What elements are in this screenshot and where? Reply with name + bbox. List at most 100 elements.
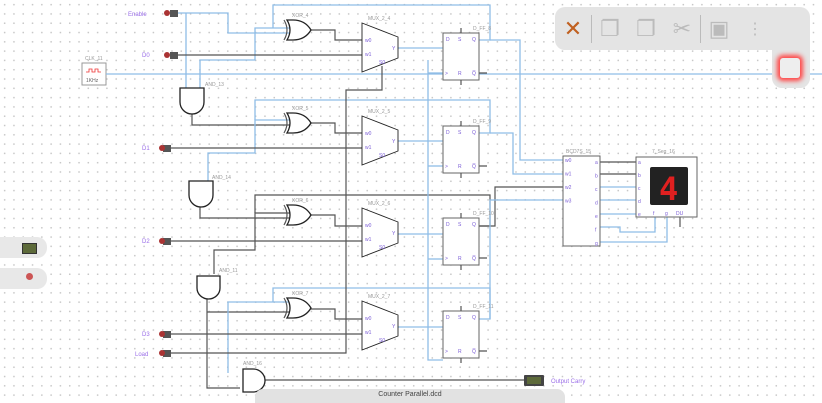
pin-label: w1	[365, 237, 372, 243]
pin-label: D	[446, 37, 450, 43]
pin-label: S0	[379, 153, 385, 159]
xor-gate-2[interactable]: XOR_5	[283, 106, 312, 134]
input-d1[interactable]: D1	[142, 145, 171, 152]
wires	[106, 4, 822, 389]
input-load[interactable]: Load	[135, 350, 171, 358]
xor-gate-3[interactable]: XOR_6	[283, 198, 312, 226]
display-digit: 4	[659, 170, 678, 208]
decoder-output-pin: a	[595, 160, 598, 166]
pin-label: Q	[472, 37, 476, 43]
stop-simulation-button[interactable]	[780, 58, 800, 78]
input-label-d0: D0	[142, 53, 150, 59]
and-gate-1[interactable]: AND_13	[179, 82, 224, 115]
input-d2[interactable]: D2	[142, 238, 171, 245]
pin-label: >	[445, 164, 448, 170]
decoder-input-pin: w2	[565, 185, 572, 191]
pin-label: Q̅	[472, 255, 476, 262]
pin-label: Y	[392, 324, 396, 330]
display-pin: f	[653, 211, 655, 217]
pin-label: D	[446, 222, 450, 228]
display-pin: g	[665, 211, 668, 217]
more-icon[interactable]: ⋮	[747, 20, 763, 38]
output-carry[interactable]: Output Carry	[524, 375, 585, 386]
decoder-label: BCD7S_15	[566, 149, 591, 155]
xor-gate-4[interactable]: XOR_7	[283, 291, 312, 319]
mux-label: MUX_2_4	[368, 16, 390, 22]
pin-label: w1	[365, 330, 372, 336]
pin-label: S0	[379, 60, 385, 66]
pin-label: S	[458, 37, 462, 43]
clock-source[interactable]: CLK_11 1KHz	[81, 56, 107, 86]
pin-label: Q	[472, 130, 476, 136]
pin-label: S	[458, 222, 462, 228]
input-d0[interactable]: D0	[142, 52, 178, 59]
decoder-output-pin: d	[595, 201, 598, 207]
gate-label: XOR_7	[292, 291, 309, 297]
clock-frequency: 1KHz	[86, 78, 99, 84]
pin-label: D	[446, 315, 450, 321]
d-flip-flop-1[interactable]: D_FF_8D S Q > R Q̅	[442, 26, 491, 85]
probe-icon	[26, 273, 33, 280]
input-d3[interactable]: D3	[142, 331, 171, 338]
decoder-input-pin: w3	[565, 199, 572, 205]
and-gate-2[interactable]: AND_14	[188, 175, 231, 208]
file-tab[interactable]: Counter Parallel.dcd	[255, 389, 565, 403]
save-icon[interactable]: ▣	[708, 15, 730, 41]
gate-label: XOR_6	[292, 198, 309, 204]
tools-icon[interactable]: ✕	[563, 15, 583, 41]
pin-label: w0	[365, 131, 372, 137]
input-label-d3: D3	[142, 332, 150, 338]
decoder-output-pin: c	[595, 187, 598, 193]
pin-label: S0	[379, 245, 385, 251]
display-icon	[22, 243, 37, 254]
gate-label: AND_11	[219, 268, 238, 274]
gate-label: AND_16	[243, 361, 262, 367]
clock-label: CLK_11	[85, 56, 103, 62]
pin-label: w1	[365, 52, 372, 58]
cut-icon[interactable]: ✂	[672, 15, 692, 41]
xor-gate-1[interactable]: XOR_4	[283, 13, 312, 41]
copy-icon[interactable]: ❐	[600, 15, 620, 41]
display-pin: c	[638, 186, 641, 192]
input-label-enable: Enable	[128, 12, 147, 18]
and-gate-3[interactable]: AND_11	[196, 268, 238, 300]
side-tab-inputs[interactable]	[0, 268, 47, 289]
display-pin: b	[638, 173, 641, 179]
pin-label: >	[445, 256, 448, 262]
pin-label: Q̅	[472, 70, 476, 77]
paste-icon[interactable]: ❐	[636, 15, 656, 41]
toolbar: ✕ ❐ ❐ ✂ ▣ ⋮	[555, 7, 810, 50]
ff-label: D_FF_8	[473, 26, 491, 32]
display-pin: d	[638, 199, 641, 205]
mux-label: MUX_2_6	[368, 201, 390, 207]
pin-label: R	[458, 71, 462, 77]
pin-label: S	[458, 315, 462, 321]
pin-label: S	[458, 130, 462, 136]
pin-label: w1	[365, 145, 372, 151]
and-gate-4[interactable]: AND_16	[242, 361, 266, 393]
pin-label: R	[458, 349, 462, 355]
pin-label: w0	[365, 223, 372, 229]
decoder-input-pin: w1	[565, 172, 572, 178]
input-enable[interactable]: Enable	[128, 10, 178, 18]
pin-label: Q̅	[472, 163, 476, 170]
pin-label: >	[445, 71, 448, 77]
input-label-d2: D2	[142, 239, 150, 245]
pin-label: w0	[365, 38, 372, 44]
ff-label: D_FF_9	[473, 119, 491, 125]
decoder-input-pin: w0	[565, 158, 572, 164]
side-tab-displays[interactable]	[0, 237, 47, 258]
gate-label: AND_13	[205, 82, 224, 88]
input-label-load: Load	[135, 352, 148, 358]
display-pin: DU	[676, 211, 684, 217]
